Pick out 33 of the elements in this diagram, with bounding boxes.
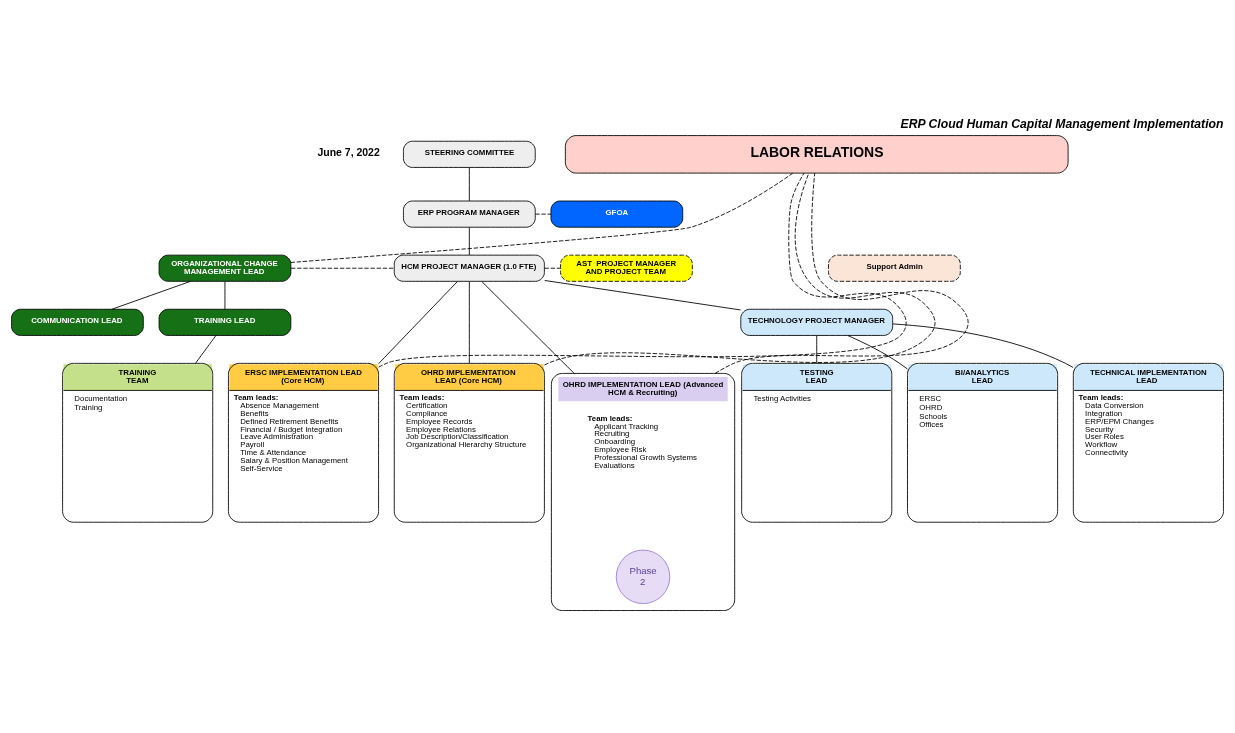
node-box: HCM PROJECT MANAGER (1.0 FTE) xyxy=(393,254,545,282)
connector xyxy=(544,172,936,366)
node-box: GFOA xyxy=(550,200,684,228)
node-box: STEERING COMMITTEE xyxy=(403,140,536,168)
connector xyxy=(544,267,561,269)
node-box: COMMUNICATION LEAD xyxy=(11,308,144,336)
connector xyxy=(195,335,217,364)
connector xyxy=(468,226,470,256)
connector xyxy=(892,323,1074,368)
diagram-title: ERP Cloud Human Capital Management Implementation xyxy=(900,116,1224,131)
node-box: AST PROJECT MANAGER AND PROJECT TEAM xyxy=(560,254,693,282)
connector xyxy=(544,280,742,311)
connector xyxy=(534,213,552,215)
node-box: TRAINING LEAD xyxy=(158,308,292,336)
connector xyxy=(847,335,908,370)
node-box: TECHNOLOGY PROJECT MANAGER xyxy=(740,308,894,336)
connector xyxy=(468,281,470,364)
connector xyxy=(224,281,226,310)
connector xyxy=(290,172,794,263)
node-box: ERP PROGRAM MANAGER xyxy=(403,200,536,228)
node-box: ORGANIZATIONAL CHANGE MANAGEMENT LEAD xyxy=(158,254,292,282)
connector xyxy=(468,167,470,202)
node-box: LABOR RELATIONS xyxy=(564,135,1069,174)
label: June 7, 2022 xyxy=(317,147,380,159)
connector xyxy=(816,335,818,364)
connector xyxy=(378,281,458,365)
node-box: Support Admin xyxy=(828,254,961,282)
connector xyxy=(378,172,907,368)
connector xyxy=(111,280,191,310)
connector xyxy=(714,172,969,374)
connector xyxy=(290,267,395,269)
connector xyxy=(481,281,575,374)
node-circle: Phase 2 xyxy=(615,549,671,605)
